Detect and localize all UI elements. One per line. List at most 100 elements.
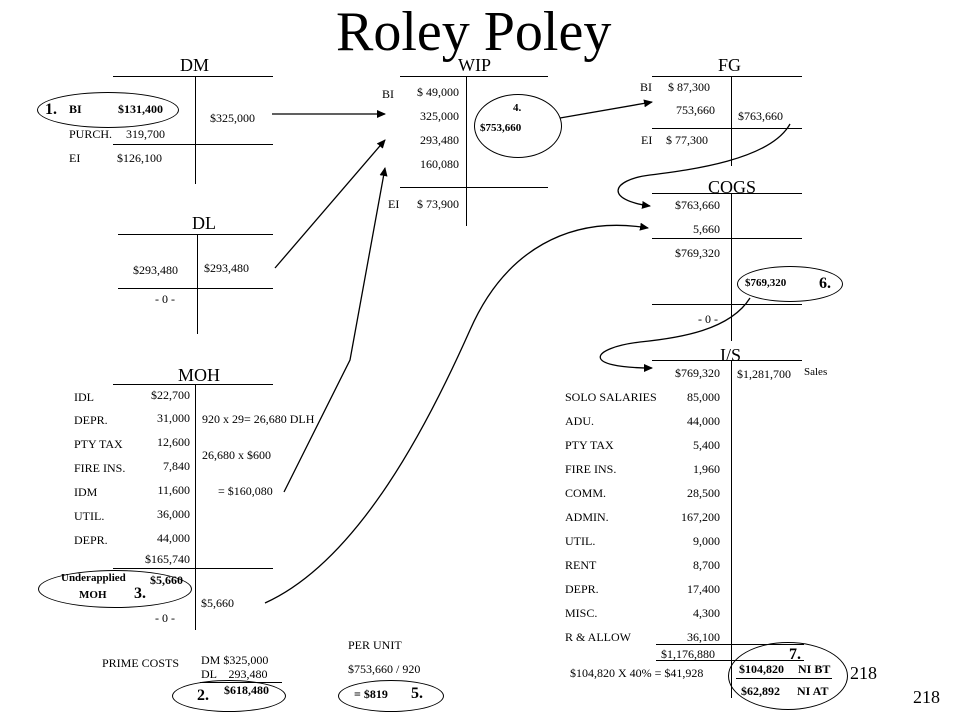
cogs-divider <box>731 193 732 341</box>
dl-balance: - 0 - <box>155 292 175 306</box>
moh-row-label: DEPR. <box>74 533 108 547</box>
dm-purch-value: 319,700 <box>126 127 165 141</box>
is-total-line <box>656 644 804 645</box>
moh-underapplied-oval <box>38 570 192 608</box>
is-expense-label: ADU. <box>565 414 594 428</box>
per-unit-label: PER UNIT <box>348 638 402 652</box>
is-expense-value: 9,000 <box>693 534 720 548</box>
moh-underapplied-value: $5,660 <box>150 573 183 587</box>
is-expense-total: $1,176,880 <box>661 647 715 661</box>
is-expense-value: 17,400 <box>687 582 720 596</box>
moh-calc-rate: 26,680 x $600 <box>202 448 271 462</box>
wip-debit: 325,000 <box>420 109 459 123</box>
moh-underapplied-label-2: MOH <box>79 589 107 601</box>
moh-row-label: IDM <box>74 485 98 499</box>
moh-row-value: 7,840 <box>163 459 190 473</box>
wip-bi-label: BI <box>382 87 394 101</box>
moh-credit-underapplied: $5,660 <box>201 596 234 610</box>
dl-debit: $293,480 <box>133 263 178 277</box>
moh-divider <box>195 384 196 630</box>
cogs-to-is-arrow <box>599 297 751 372</box>
is-total-underline <box>656 660 804 661</box>
fg-account-label: FG <box>718 55 742 75</box>
dl-balance-line <box>118 288 273 289</box>
prime-dm: DM $325,000 <box>201 653 269 667</box>
dl-divider <box>197 234 198 334</box>
moh-total: $165,740 <box>145 552 190 566</box>
dm-balance-line <box>113 144 273 145</box>
cogs-top-line <box>652 193 802 194</box>
wip-balance-line <box>400 187 548 188</box>
dm-ei-value: $126,100 <box>117 151 162 165</box>
is-ni-at-value: $62,892 <box>741 684 780 698</box>
fg-divider <box>731 76 732 166</box>
page-title: Roley Poley <box>336 1 612 63</box>
moh-balance: - 0 - <box>155 611 175 625</box>
wip-top-line <box>400 76 548 77</box>
cogs-balance-line <box>652 304 802 305</box>
wip-debit: 293,480 <box>420 133 459 147</box>
wip-ei-value: $ 73,900 <box>417 197 459 211</box>
moh-underapplied-label: Underapplied <box>61 572 126 584</box>
dl-to-wip-arrow <box>274 139 386 269</box>
is-expense-label: RENT <box>565 558 597 572</box>
moh-calc-dlh: 920 x 29= 26,680 DLH <box>202 412 315 426</box>
is-expense-label: DEPR. <box>565 582 599 596</box>
is-step-number: 7. <box>789 646 801 663</box>
is-ni-bt-label: NI BT <box>798 662 831 676</box>
cogs-step-number: 6. <box>819 275 831 292</box>
prime-step-oval <box>172 680 286 712</box>
moh-row-label: UTIL. <box>74 509 105 523</box>
is-sales-label: Sales <box>804 366 828 378</box>
moh-row-label: IDL <box>74 390 94 404</box>
per-unit-result: = $819 <box>354 687 388 701</box>
fg-bi-value: $ 87,300 <box>668 80 710 94</box>
is-expense-label: PTY TAX <box>565 438 614 452</box>
is-ni-bt-value: $104,820 <box>739 662 784 676</box>
is-expense-label: FIRE INS. <box>565 462 617 476</box>
moh-row-value: 36,000 <box>157 507 190 521</box>
dm-divider <box>195 76 196 184</box>
moh-step-number: 3. <box>134 585 146 602</box>
moh-row-value: 12,600 <box>157 435 190 449</box>
fg-ei-value: $ 77,300 <box>666 133 708 147</box>
fg-to-cogs-arrow <box>617 123 791 209</box>
fg-balance-line <box>652 128 802 129</box>
prime-step-number: 2. <box>197 687 209 704</box>
is-expense-value: 4,300 <box>693 606 720 620</box>
is-expense-value: 36,100 <box>687 630 720 644</box>
fg-credit: $763,660 <box>738 109 783 123</box>
cogs-credit: $769,320 <box>745 277 787 289</box>
dm-top-line <box>113 76 273 77</box>
dm-step-oval <box>37 92 179 128</box>
dl-credit: $293,480 <box>204 261 249 275</box>
fg-top-line <box>652 76 802 77</box>
moh-row-label: FIRE INS. <box>74 461 126 475</box>
prime-costs-label: PRIME COSTS <box>102 656 180 670</box>
wip-debit: 160,080 <box>420 157 459 171</box>
moh-row-value: $22,700 <box>151 388 190 402</box>
wip-account-label: WIP <box>458 55 491 75</box>
moh-row-value: 11,600 <box>157 483 190 497</box>
is-expense-label: ADMIN. <box>565 510 609 524</box>
cogs-step-oval <box>737 266 843 302</box>
wip-ei-label: EI <box>388 197 400 211</box>
is-tax-line <box>736 678 832 679</box>
moh-row-label: DEPR. <box>74 413 108 427</box>
moh-row-value: 44,000 <box>157 531 190 545</box>
per-unit-oval <box>338 680 444 712</box>
prime-total: $618,480 <box>224 683 269 697</box>
moh-row-value: 31,000 <box>157 411 190 425</box>
page-number: 218 <box>850 663 877 683</box>
moh-account-label: MOH <box>178 365 221 385</box>
is-expense-value: 8,700 <box>693 558 720 572</box>
is-divider <box>731 360 732 698</box>
cogs-debit-total: $769,320 <box>675 246 720 260</box>
moh-to-wip-arrow <box>283 167 388 493</box>
is-expense-label: R & ALLOW <box>565 630 631 644</box>
is-expense-value: 1,960 <box>693 462 720 476</box>
wip-step-number: 4. <box>513 102 522 114</box>
dm-ei-label: EI <box>69 151 81 165</box>
cogs-debit: 5,660 <box>693 222 720 236</box>
